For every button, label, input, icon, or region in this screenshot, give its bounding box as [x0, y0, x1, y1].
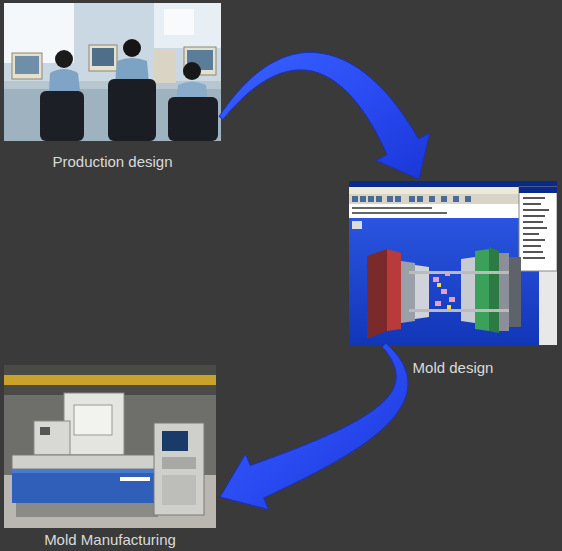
curved-arrow	[219, 52, 430, 179]
machine-photo	[4, 365, 216, 528]
photo-node: Production design	[4, 3, 221, 170]
office-photo	[4, 3, 221, 141]
cad-screenshot	[349, 181, 557, 345]
photo-caption: Production design	[4, 154, 221, 170]
photo-node: Mold Manufacturing	[4, 365, 216, 548]
curved-arrow	[220, 343, 408, 509]
photo-caption: Mold Manufacturing	[4, 532, 216, 548]
photo-caption: Mold design	[349, 360, 557, 376]
photo-node: Mold design	[349, 181, 557, 376]
